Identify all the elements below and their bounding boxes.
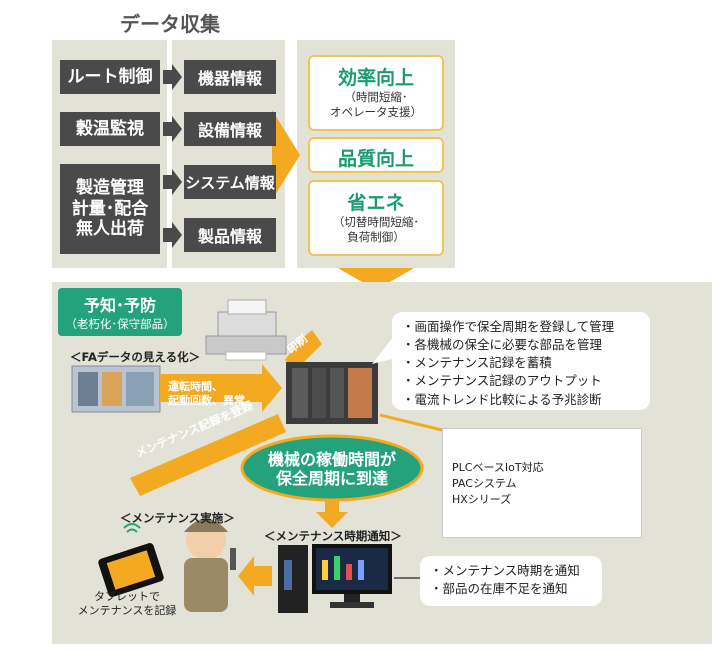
chevron-right-icon: [272, 110, 300, 200]
fa-screen-image: [71, 365, 161, 413]
source-route-control: ルート制御: [60, 60, 160, 94]
result-efficiency: 効率向上 （時間短縮･ オペレータ支援）: [308, 55, 444, 131]
chevron-down-icon: [338, 268, 414, 290]
runtime-label: 運転時間、 起動回数、異常: [168, 380, 245, 407]
product-text: PLCベースIoT対応 PACシステム HXシリーズ: [452, 461, 544, 506]
fa-data-label: ＜FAデータの見える化＞: [70, 350, 201, 364]
tablet-image: [98, 543, 164, 597]
arrow-down-icon: [316, 500, 348, 528]
arrow-icon: [163, 222, 182, 248]
arrow-right-icon: [160, 364, 282, 412]
arrow-icon: [163, 64, 182, 90]
arrow-icon: [163, 116, 182, 142]
page-title: データ収集: [120, 12, 220, 36]
tablet-caption: タブレットで メンテナンスを記録: [77, 590, 177, 618]
pc-monitor-image: [278, 544, 392, 613]
info-equipment: 設備情報: [184, 112, 276, 146]
maintenance-execution-label: ＜メンテナンス実施＞: [120, 511, 235, 525]
notice-callout: ・メンテナンス時期を通知 ・部品の在庫不足を通知: [420, 556, 602, 606]
wifi-icon: [123, 523, 141, 533]
register-arrow: [130, 414, 286, 496]
source-grain-temp: 穀温監視: [60, 112, 160, 146]
source-manufacturing: 製造管理 計量･配合 無人出荷: [60, 164, 160, 254]
product-box: [442, 428, 642, 538]
features-callout: ・画面操作で保全周期を登録して管理 ・各機械の保全に必要な部品を管理 ・メンテナ…: [392, 312, 650, 410]
plc-controller-image: [286, 362, 378, 424]
info-device: 機器情報: [184, 60, 276, 94]
result-quality: 品質向上: [308, 137, 444, 173]
worker-image: [184, 519, 236, 612]
info-product: 製品情報: [184, 218, 276, 252]
arrow-icon: [163, 169, 182, 195]
center-oval-text: 機械の稼働時間が 保全周期に到達: [267, 450, 396, 489]
section-title-badge: 予知･予防 （老朽化･保守部品）: [58, 288, 182, 336]
info-system: システム情報: [184, 165, 276, 199]
printer-icon: [205, 299, 287, 361]
print-arrow: [285, 330, 322, 370]
result-energy-saving: 省エネ （切替時間短縮･ 負荷制御）: [308, 180, 444, 256]
maintenance-notice-label: ＜メンテナンス時期通知＞: [264, 529, 402, 543]
arrow-left-icon: [238, 556, 272, 596]
